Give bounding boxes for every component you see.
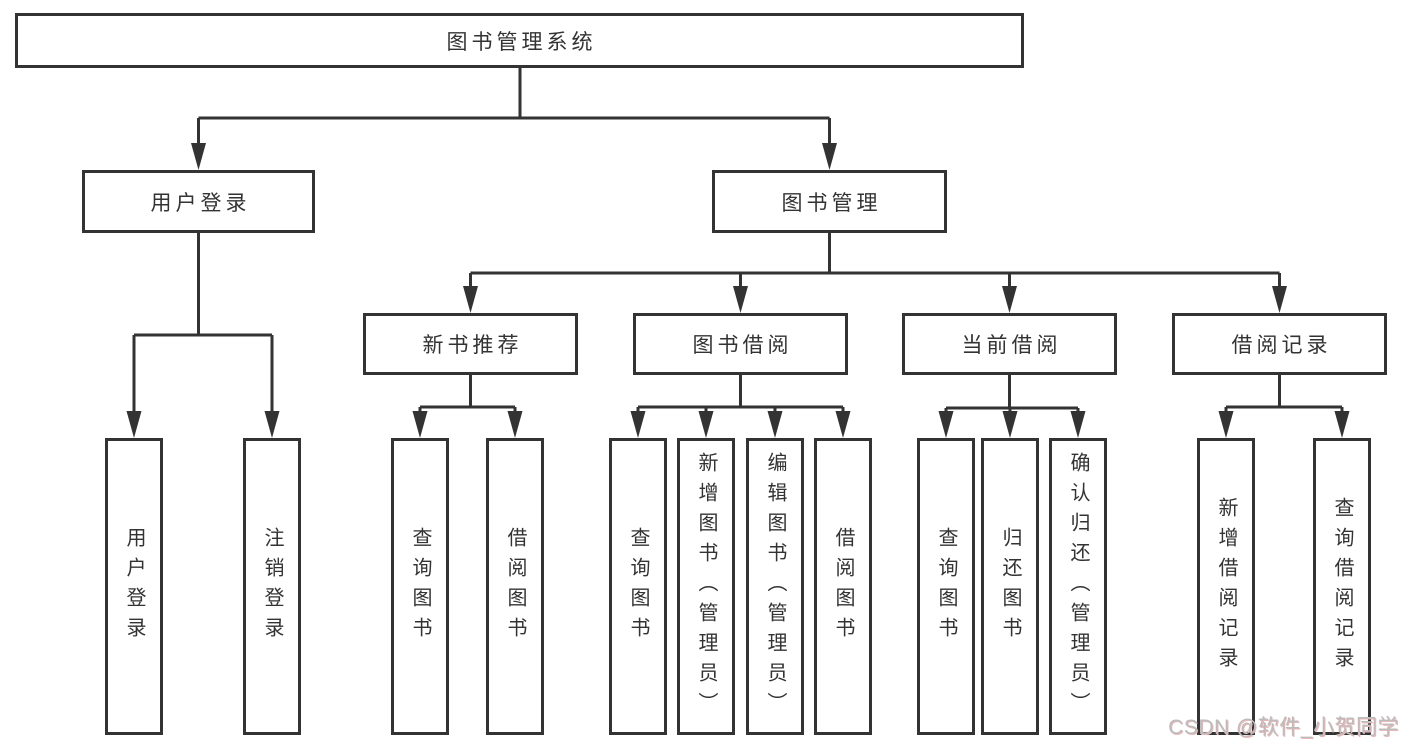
node-book-borrowing-label: 图书借阅 — [692, 334, 793, 357]
leaf-query-borrow-record: 查询借阅记录 — [1313, 438, 1371, 735]
leaf-user-login-label: 用户登录 — [123, 526, 145, 647]
current-borrowing-connector — [944, 375, 1080, 414]
leaf-edit-books-admin-label: 编辑图书（管理员） — [764, 451, 786, 722]
new-book-recommend-connector — [418, 375, 517, 414]
book-borrowing-connector-arrows — [630, 411, 851, 438]
leaf-query-books-recommend-label: 查询图书 — [409, 526, 431, 647]
user-login-connector-arrows — [126, 411, 280, 438]
leaf-confirm-return-admin: 确认归还（管理员） — [1049, 438, 1107, 735]
leaf-query-books-current: 查询图书 — [917, 438, 975, 735]
book-management-connector — [469, 233, 1281, 289]
node-new-book-recommend-label: 新书推荐 — [422, 334, 523, 357]
node-borrowing-records-label: 借阅记录 — [1231, 334, 1332, 357]
node-user-login: 用户登录 — [82, 170, 315, 233]
leaf-query-books-borrowing-label: 查询图书 — [627, 526, 649, 647]
leaf-add-borrow-record-label: 新增借阅记录 — [1215, 496, 1237, 677]
leaf-user-login: 用户登录 — [105, 438, 163, 735]
node-book-management: 图书管理 — [712, 170, 947, 233]
leaf-edit-books-admin: 编辑图书（管理员） — [746, 438, 804, 735]
leaf-query-books-borrowing: 查询图书 — [609, 438, 667, 735]
leaf-borrow-books: 借阅图书 — [814, 438, 872, 735]
leaf-query-borrow-record-label: 查询借阅记录 — [1331, 496, 1353, 677]
book-management-connector-arrows — [463, 286, 1287, 313]
leaf-query-books-recommend: 查询图书 — [391, 438, 449, 735]
current-borrowing-connector-arrows — [938, 411, 1086, 438]
node-current-borrowing-label: 当前借阅 — [961, 334, 1062, 357]
leaf-logout: 注销登录 — [243, 438, 301, 735]
node-current-borrowing: 当前借阅 — [902, 313, 1117, 375]
leaf-borrow-books-label: 借阅图书 — [832, 526, 854, 647]
leaf-return-books-label: 归还图书 — [999, 526, 1021, 647]
borrowing-records-connector — [1224, 375, 1344, 414]
node-book-management-label: 图书管理 — [781, 191, 882, 215]
book-borrowing-connector — [636, 375, 845, 414]
leaf-add-books-admin-label: 新增图书（管理员） — [695, 451, 717, 722]
node-library-system-label: 图书管理系统 — [446, 30, 597, 54]
leaf-add-books-admin: 新增图书（管理员） — [677, 438, 735, 735]
leaf-borrow-books-recommend: 借阅图书 — [486, 438, 544, 735]
leaf-borrow-books-recommend-label: 借阅图书 — [504, 526, 526, 647]
node-library-system: 图书管理系统 — [15, 13, 1024, 68]
leaf-logout-label: 注销登录 — [261, 526, 283, 647]
csdn-watermark: CSDN @软件_小贺同学 — [1168, 716, 1399, 739]
node-user-login-label: 用户登录 — [150, 191, 251, 215]
node-book-borrowing: 图书借阅 — [633, 313, 848, 375]
leaf-query-books-current-label: 查询图书 — [935, 526, 957, 647]
node-new-book-recommend: 新书推荐 — [363, 313, 578, 375]
leaf-add-borrow-record: 新增借阅记录 — [1197, 438, 1255, 735]
root-connector-arrows — [191, 143, 837, 170]
leaf-return-books: 归还图书 — [981, 438, 1039, 735]
node-borrowing-records: 借阅记录 — [1172, 313, 1387, 375]
root-connector — [197, 68, 831, 146]
leaf-confirm-return-admin-label: 确认归还（管理员） — [1067, 451, 1089, 722]
borrowing-records-connector-arrows — [1218, 411, 1350, 438]
new-book-recommend-connector-arrows — [412, 411, 523, 438]
user-login-connector — [132, 233, 274, 414]
